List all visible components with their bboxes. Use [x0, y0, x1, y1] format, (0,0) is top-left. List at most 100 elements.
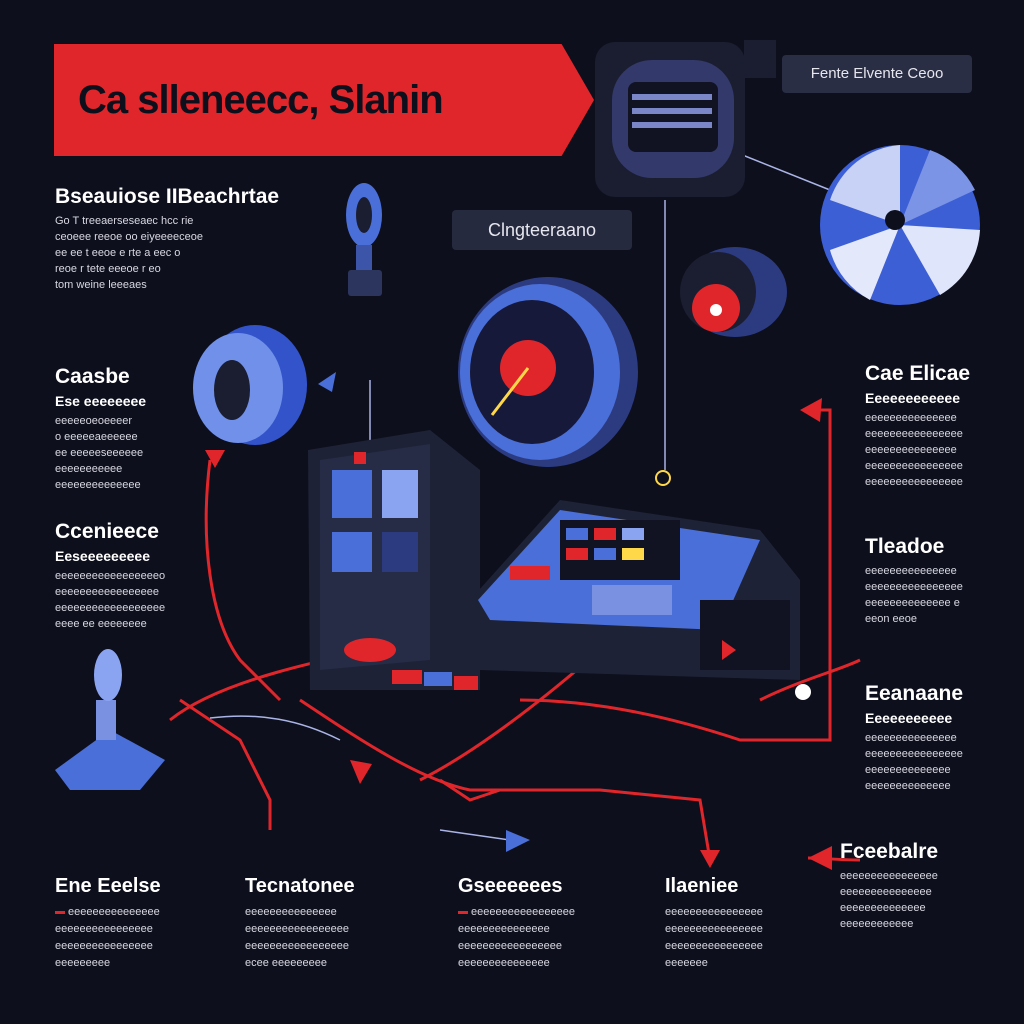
panel-line: eeeeeeeeeeeeeee [458, 923, 550, 935]
panel-line: eeon eeoe [865, 613, 917, 625]
panel-line: eeeeeeeeeeeeeeeeeo [55, 570, 166, 582]
wire-cross [419, 648, 601, 782]
leader-cable [209, 715, 341, 741]
joystick-icon [55, 649, 165, 790]
red-marker [458, 910, 468, 914]
panel-line: eeeeeeeeeeeeeee [55, 904, 225, 921]
page-title: Ca slleneecc, Slanin [78, 78, 444, 122]
panel-right-2: Tleadoe eeeeeeeeeeeeeee eeeeeeeeeeeeeeee… [865, 535, 995, 627]
panel-line-text: eeeeeeeeeeeeeeeee [471, 906, 576, 918]
reel-icon [680, 247, 787, 337]
tag-label: Fente Elvente Ceoo [782, 55, 972, 93]
desk-lamp-icon [346, 183, 382, 296]
panel-line: o eeeeeaeeeeee [55, 431, 138, 443]
arrowhead-left [205, 450, 225, 468]
panel-left-2: Caasbe Ese eeeeeeee eeeeeoeoeeeer o eeee… [55, 365, 185, 493]
leader-tagline [729, 149, 831, 191]
wire-bottom-center [299, 698, 712, 861]
panel-heading: Tleadoe [865, 535, 945, 558]
fan-wheel-icon [820, 145, 980, 305]
panel-line: ee eeeeeseeeeee [55, 447, 144, 459]
indicator-dot [795, 684, 811, 700]
panel-subheading: Ese eeeeeeee [55, 393, 147, 409]
panel-line: eeeeeeeeeeeeeee [865, 732, 957, 744]
panel-line: eeeeeeeeeeeeeeee [865, 748, 963, 760]
panel-right-1: Cae Elicae Eeeeeeeeeeee eeeeeeeeeeeeeee … [865, 362, 995, 490]
panel-heading: Tecnatonee [245, 875, 355, 897]
panel-line: eeeeeeeeeeeeeee [245, 906, 337, 918]
panel-line: tom weine leeeaes [55, 279, 147, 291]
server-tower-icon [308, 430, 480, 690]
wire-left-lamp [204, 459, 282, 702]
arrowhead-center [350, 760, 372, 784]
panel-line: eeeeeeeeeeeeeee [840, 886, 932, 898]
panel-line: eeeeeeeeeeeeee [55, 479, 141, 491]
arrowhead-bottom-right [808, 846, 832, 870]
panel-bottom-1: Ene Eeelse eeeeeeeeeeeeeee eeeeeeeeeeeee… [55, 875, 225, 972]
wire-bottom-left [179, 698, 272, 830]
panel-line: eeeeeeeeeeeeeeee [665, 906, 763, 918]
speaker-disc-icon [193, 325, 307, 445]
panel-heading: Fceebalre [840, 840, 939, 863]
panel-bottom-4: Ilaeniee eeeeeeeeeeeeeeee eeeeeeeeeeeeee… [665, 875, 835, 972]
leader-bottom [439, 829, 511, 841]
title-banner [54, 44, 594, 156]
panel-right-4: Fceebalre eeeeeeeeeeeeeeee eeeeeeeeeeeee… [840, 840, 990, 932]
panel-left-1: Bseauiose IIBeachrtae Go T treeaerseseae… [55, 185, 280, 293]
panel-line: reoe r tete eeeoe r eo [55, 263, 161, 275]
panel-line: eeeeeeeeeeeeeee [458, 957, 550, 969]
panel-heading: Ene Eeelse [55, 875, 161, 897]
knob-buttons [344, 638, 478, 690]
panel-line: eeeeeeeeeeeeeee [865, 444, 957, 456]
arrowhead-bottom [700, 850, 720, 868]
panel-line: ecee eeeeeeeee [245, 957, 327, 969]
panel-line: ceoeee reeoe oo eiyeeeeceoe [55, 231, 204, 243]
panel-bottom-3: Gseeeeees eeeeeeeeeeeeeeeee eeeeeeeeeeee… [458, 875, 628, 972]
leader-lines [209, 149, 831, 841]
arrowheads [205, 398, 832, 870]
panel-right-3: Eeanaane Eeeeeeeeeee eeeeeeeeeeeeeee eee… [865, 682, 995, 794]
panel-line: eeeeeeeeeeeeeeee [665, 940, 763, 952]
panel-line: eeeeeeeeeeeeeeee [865, 581, 963, 593]
panel-heading: Ccenieece [55, 520, 159, 543]
panel-line: eeeeeoeoeeeer [55, 415, 133, 427]
panel-line: eeeeeeeeeeeeee [865, 764, 951, 776]
panel-line: eeeeeeeeeeeeeeeee [458, 904, 628, 921]
panel-line: eeeeeeeeeeeeeeee [55, 923, 153, 935]
wire-right-small [759, 658, 861, 702]
panel-line: eeeeeeeeeeeeeeeeee [55, 602, 166, 614]
panel-bottom-2: Tecnatonee eeeeeeeeeeeeeee eeeeeeeeeeeee… [245, 875, 415, 972]
panel-line: eeeeeeeeeeeeeeeee [245, 940, 350, 952]
panel-line: eeeeeeeeeeeeee [840, 902, 926, 914]
panel-line: eeeeeeeeeeee [840, 918, 914, 930]
panel-heading: Eeanaane [865, 682, 964, 705]
panel-heading: Bseauiose IIBeachrtae [55, 185, 280, 208]
panel-line: eeeeeeeeeeeeee [865, 780, 951, 792]
panel-line: eeee ee eeeeeeee [55, 618, 147, 630]
panel-line: Go T treeaerseseaec hcc rie [55, 215, 194, 227]
small-arrow-icon [318, 372, 336, 392]
control-panel-icon [470, 500, 800, 680]
wire-right-loop [519, 408, 832, 742]
panel-line: eeeeeeeeeeeeeeee [55, 940, 153, 952]
panel-line: eeeeeeeeeeeeeeee [865, 428, 963, 440]
panel-line: eeeeeee [665, 957, 708, 969]
panel-line-text: eeeeeeeeeeeeeee [68, 906, 160, 918]
panel-line: eeeeeeeeeeeeeee [865, 412, 957, 424]
panel-line: eeeeeeeeeeeeee e [865, 597, 960, 609]
panel-line: eeeeeeeeeee [55, 463, 123, 475]
blue-arrowhead [506, 830, 530, 852]
panel-left-3: Ccenieece Eeseeeeeeeee eeeeeeeeeeeeeeeee… [55, 520, 185, 632]
wire-junction [439, 778, 501, 802]
panel-heading: Gseeeeees [458, 875, 563, 897]
panel-line: eeeeeeeeeeeeeeee [840, 870, 938, 882]
panel-line: eeeeeeeeeeeeeee [865, 565, 957, 577]
panel-heading: Ilaeniee [665, 875, 739, 897]
panel-line: eeeeeeeeeeeeeeeee [245, 923, 350, 935]
panel-line: eeeeeeeeeeeeeeee [865, 460, 963, 472]
panel-subheading: Eeeeeeeeeee [865, 710, 953, 726]
panel-heading: Cae Elicae [865, 362, 971, 385]
panel-line: eeeeeeeeeeeeeeeee [458, 940, 563, 952]
panel-line: eeeeeeeee [55, 957, 111, 969]
